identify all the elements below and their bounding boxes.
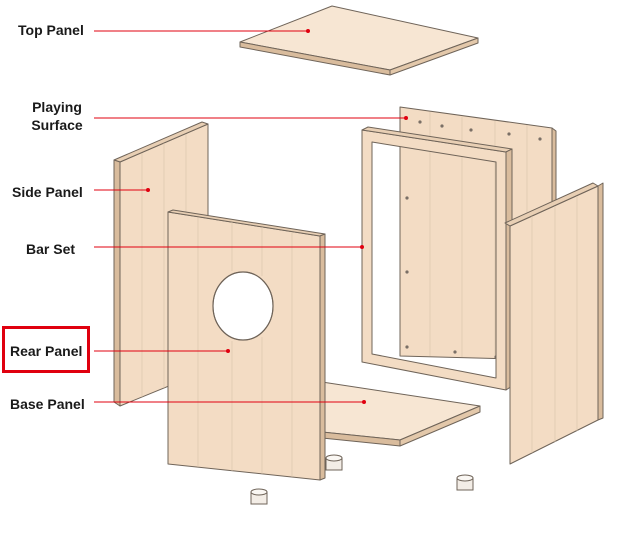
leader-base-panel (94, 400, 366, 404)
leader-playing-surface (94, 116, 408, 120)
leader-rear-panel (94, 349, 230, 353)
right-side-panel (504, 182, 604, 465)
label-playing-surface-line2: Surface (31, 117, 83, 133)
foot-back-left (325, 454, 343, 471)
leader-bar-set (94, 245, 364, 249)
label-playing-surface: Playing Surface (22, 98, 92, 134)
label-side-panel: Side Panel (12, 184, 83, 200)
base-panel (321, 381, 481, 447)
label-bar-set: Bar Set (26, 241, 76, 257)
label-base-panel: Base Panel (10, 396, 85, 412)
top-panel (239, 5, 479, 76)
label-rear-panel: Rear Panel (10, 343, 83, 359)
foot-front-left (250, 488, 268, 505)
rear-panel-highlight-box (2, 326, 90, 373)
label-playing-surface-line1: Playing (32, 99, 82, 115)
leader-side-panel (94, 188, 150, 192)
rear-panel (167, 209, 326, 481)
foot-back-right (456, 474, 474, 491)
leader-top-panel (94, 29, 310, 33)
label-top-panel: Top Panel (18, 22, 84, 38)
